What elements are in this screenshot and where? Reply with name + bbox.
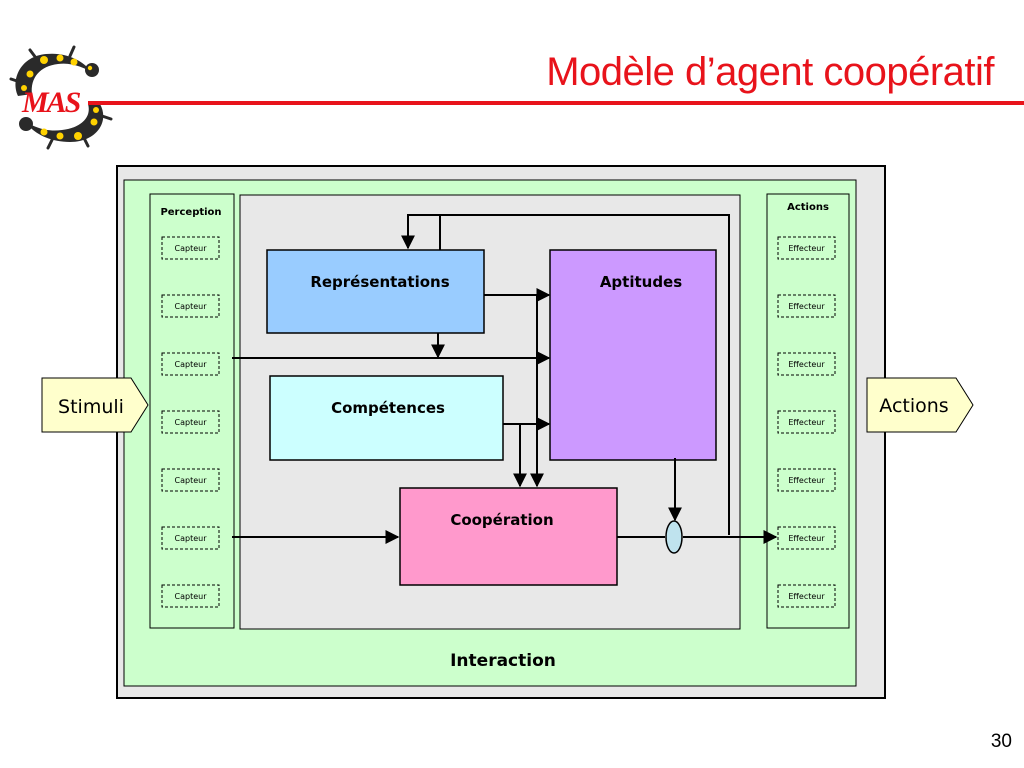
slide-title: Modèle d’agent coopératif: [546, 50, 994, 94]
actions-output-label: Actions: [879, 395, 948, 417]
sensor-box: [161, 526, 220, 550]
effector-box: [777, 294, 836, 318]
representations-label: Représentations: [310, 273, 449, 291]
competences-box: [269, 375, 504, 461]
sensor-box: [161, 294, 220, 318]
merge-node: [665, 520, 683, 554]
effector-label: Effecteur: [788, 418, 825, 427]
salamander-lower: [19, 104, 113, 150]
effector-list: Effecteur Effecteur Effecteur Effecteur …: [777, 236, 836, 608]
flow-connectors: [232, 214, 778, 544]
cooperation-box: [399, 487, 618, 586]
sensor-label: Capteur: [175, 418, 208, 427]
effector-label: Effecteur: [788, 302, 825, 311]
stimuli-arrow-tag: [41, 377, 149, 433]
mas-salamander-logo: MAS: [9, 45, 113, 150]
representations-box: [266, 249, 485, 334]
aptitudes-box: [549, 249, 717, 461]
effector-label: Effecteur: [788, 534, 825, 543]
sensor-box: [161, 584, 220, 608]
aptitudes-label: Aptitudes: [600, 273, 682, 291]
effector-box: [777, 410, 836, 434]
page-number: 30: [990, 731, 1012, 752]
sensor-label: Capteur: [175, 302, 208, 311]
title-underline: [88, 101, 1024, 105]
actions-output-arrow-tag: [866, 377, 974, 433]
cooperation-label: Coopération: [450, 511, 553, 529]
sensor-box: [161, 410, 220, 434]
sensor-list: Capteur Capteur Capteur Capteur Capteur …: [161, 236, 220, 608]
sensor-box: [161, 236, 220, 260]
sensor-label: Capteur: [175, 360, 208, 369]
effector-label: Effecteur: [788, 476, 825, 485]
effector-box: [777, 584, 836, 608]
effector-box: [777, 352, 836, 376]
sensor-label: Capteur: [175, 534, 208, 543]
effector-label: Effecteur: [788, 244, 825, 253]
effector-box: [777, 236, 836, 260]
sensor-box: [161, 468, 220, 492]
salamander-upper: [9, 45, 99, 96]
competences-label: Compétences: [331, 399, 445, 417]
logo-text: MAS: [21, 86, 81, 119]
feedback-arrow: [401, 214, 730, 535]
perception-title: Perception: [160, 207, 221, 218]
stimuli-label: Stimuli: [58, 396, 124, 418]
interaction-label: Interaction: [450, 651, 556, 671]
effector-box: [777, 526, 836, 550]
effector-label: Effecteur: [788, 360, 825, 369]
sensor-box: [161, 352, 220, 376]
sensor-label: Capteur: [175, 476, 208, 485]
effector-label: Effecteur: [788, 592, 825, 601]
sensor-label: Capteur: [175, 592, 208, 601]
sensor-label: Capteur: [175, 244, 208, 253]
actions-title: Actions: [787, 202, 829, 213]
effector-box: [777, 468, 836, 492]
